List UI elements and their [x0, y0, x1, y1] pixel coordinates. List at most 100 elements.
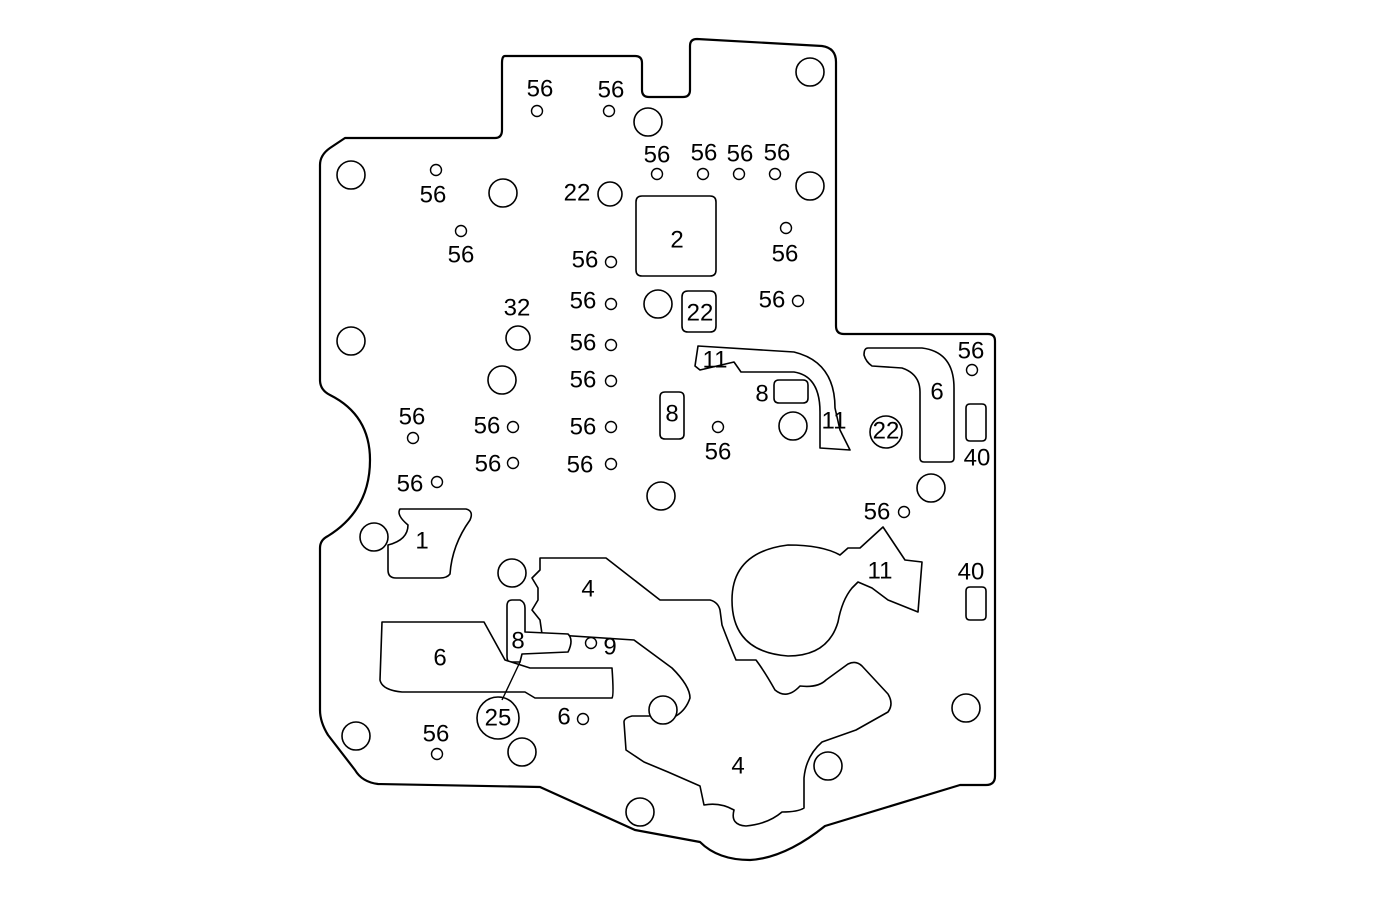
orifice-hole: [779, 221, 793, 235]
callout-label: 56: [705, 438, 732, 465]
orifice-hole: [406, 431, 420, 445]
orifice-hole: [506, 456, 520, 470]
orifice-hole: [454, 224, 468, 238]
callout-label: 56: [570, 329, 597, 356]
orifice-hole: [430, 747, 444, 761]
callout-label: 40: [958, 558, 985, 585]
orifice-hole: [604, 420, 618, 434]
pocket-6-left: [379, 621, 614, 699]
callout-label: 56: [598, 76, 625, 103]
callout-label: 6: [433, 644, 446, 671]
callout-label: 56: [567, 451, 594, 478]
callout-label: 56: [772, 240, 799, 267]
orifice-hole: [584, 636, 598, 650]
callout-label: 8: [755, 380, 768, 407]
slot-40-lower: [965, 586, 987, 621]
callout-label: 9: [603, 633, 616, 660]
callout-label: 11: [822, 407, 847, 434]
orifice-hole: [965, 363, 979, 377]
callout-label: 8: [665, 400, 678, 427]
orifice-hole: [604, 297, 618, 311]
callout-label: 2: [670, 226, 683, 253]
orifice-hole: [604, 457, 618, 471]
orifice-hole: [604, 255, 618, 269]
callout-label: 11: [868, 557, 893, 584]
orifice-hole: [530, 104, 544, 118]
orifice-hole: [602, 104, 616, 118]
orifice-hole: [604, 374, 618, 388]
callout-label: 32: [504, 294, 531, 321]
callout-label: 4: [731, 752, 744, 779]
orifice-hole: [711, 420, 725, 434]
bolt-hole: [951, 693, 981, 723]
channel-8-vertical: [506, 599, 572, 663]
bolt-hole: [597, 181, 623, 207]
orifice-hole: [430, 475, 444, 489]
orifice-hole: [768, 167, 782, 181]
callout-label: 40: [964, 444, 991, 471]
callout-label: 56: [420, 181, 447, 208]
callout-label: 56: [475, 450, 502, 477]
callout-label: 1: [415, 527, 428, 554]
bolt-hole: [778, 411, 808, 441]
bolt-hole: [487, 365, 517, 395]
callout-label: 56: [448, 241, 475, 268]
callout-label: 56: [570, 413, 597, 440]
callout-label: 22: [564, 179, 591, 206]
orifice-hole: [604, 338, 618, 352]
bolt-hole: [497, 558, 527, 588]
bolt-hole: [648, 695, 678, 725]
rounded-pocket-22: [681, 290, 717, 333]
callout-label: 25: [485, 704, 512, 731]
bolt-hole: [633, 107, 663, 137]
bolt-hole: [341, 721, 371, 751]
slot-40-upper: [965, 403, 987, 442]
small-slot-8: [773, 379, 809, 404]
orifice-hole: [506, 420, 520, 434]
large-bore-with-channel-11: [731, 526, 923, 657]
callout-label: 56: [570, 366, 597, 393]
callout-label: 6: [557, 703, 570, 730]
bolt-hole: [505, 325, 531, 351]
bolt-hole: [795, 57, 825, 87]
callout-label: 22: [873, 417, 900, 444]
orifice-hole: [650, 167, 664, 181]
bolt-hole: [359, 522, 389, 552]
orifice-hole: [576, 712, 590, 726]
orifice-hole: [897, 505, 911, 519]
orifice-hole: [732, 167, 746, 181]
leader-line: [501, 661, 521, 701]
bolt-hole: [813, 751, 843, 781]
callout-label: 56: [527, 75, 554, 102]
bolt-hole: [643, 289, 673, 319]
callout-label: 56: [644, 141, 671, 168]
callout-label: 11: [703, 346, 728, 373]
callout-label: 56: [764, 139, 791, 166]
slot-8-center: [659, 391, 685, 440]
bolt-hole: [507, 737, 537, 767]
bolt-hole: [795, 171, 825, 201]
bolt-hole: [488, 178, 518, 208]
bolt-hole: [336, 326, 366, 356]
bolt-hole: [625, 797, 655, 827]
square-pocket-2: [635, 195, 717, 277]
callout-label: 56: [759, 286, 786, 313]
bolt-hole: [476, 696, 520, 740]
orifice-hole: [696, 167, 710, 181]
channel-6-right: [863, 347, 955, 463]
orifice-hole: [791, 294, 805, 308]
callout-label: 56: [399, 403, 426, 430]
callout-label: 56: [691, 139, 718, 166]
orifice-hole: [429, 163, 443, 177]
callout-label: 56: [958, 337, 985, 364]
callout-label: 56: [572, 246, 599, 273]
bolt-hole: [869, 415, 903, 449]
bolt-hole: [336, 160, 366, 190]
callout-label: 4: [581, 575, 594, 602]
bolt-hole: [916, 473, 946, 503]
callout-label: 56: [570, 287, 597, 314]
callout-label: 56: [727, 140, 754, 167]
callout-label: 22: [687, 299, 714, 326]
callout-label: 8: [511, 627, 524, 654]
